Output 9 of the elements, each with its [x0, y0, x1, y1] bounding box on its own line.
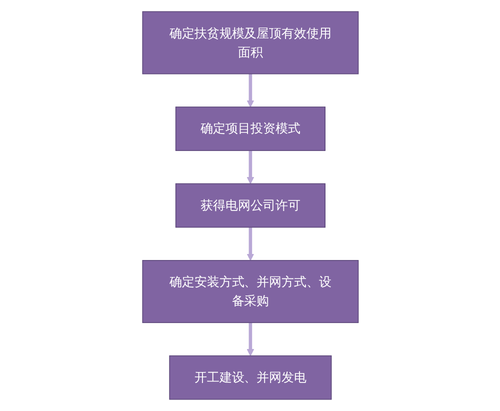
- arrow: [246, 150, 254, 184]
- node-box: 确定项目投资模式: [174, 106, 326, 151]
- arrow: [246, 227, 254, 261]
- node-box: 获得电网公司许可: [174, 183, 326, 228]
- arrow: [246, 322, 254, 356]
- node-box: 确定扶贫规模及屋顶有效使用面积: [142, 11, 358, 74]
- node-box: 确定安装方式、并网方式、设备采购: [142, 260, 358, 324]
- arrow: [246, 74, 254, 108]
- node-box: 开工建设、并网发电: [168, 355, 332, 400]
